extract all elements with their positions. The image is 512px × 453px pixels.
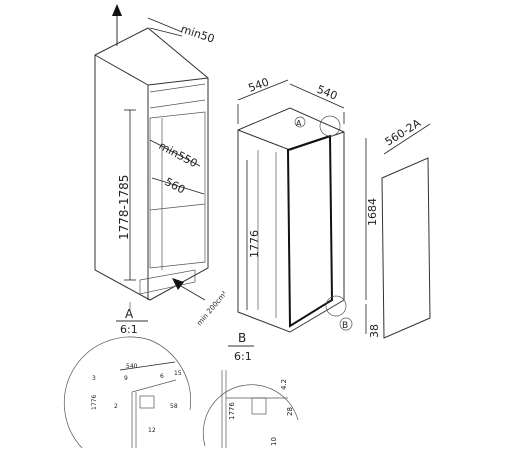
detail-a-58: 58 xyxy=(170,403,178,410)
door-height-label: 1684 xyxy=(366,198,379,226)
view-ref-letter: A xyxy=(125,307,134,321)
niche-cabinet: min50 1778-1785 min550 560 min 200cm² A … xyxy=(94,4,229,336)
vent-arrow-icon xyxy=(172,278,184,290)
niche-height-label: 1778-1785 xyxy=(117,175,131,240)
appliance-depth-label: 540 xyxy=(315,83,339,103)
detail-b-4-2: 4.2 xyxy=(280,379,288,390)
niche-top-min-label: min50 xyxy=(179,22,216,45)
detail-a-3: 3 xyxy=(92,375,96,382)
niche-depth-min-label: min550 xyxy=(157,139,200,170)
view-ref-scale: 6:1 xyxy=(120,323,138,336)
door-panel: 560-2A xyxy=(381,116,431,339)
up-arrow-icon xyxy=(112,4,122,16)
detail-a-1776: 1776 xyxy=(91,395,98,410)
detail-b-scale: 6:1 xyxy=(234,350,252,363)
detail-a-12: 12 xyxy=(148,427,156,434)
detail-a: 540 6 15 3 9 1776 2 58 12 xyxy=(63,336,191,449)
callout-b: B xyxy=(342,321,348,331)
appliance-width-label: 540 xyxy=(247,75,271,94)
detail-b-1776: 1776 xyxy=(228,402,236,420)
detail-a-15: 15 xyxy=(174,370,182,377)
detail-a-6: 6 xyxy=(160,373,164,380)
appliance-height-label: 1776 xyxy=(248,230,261,258)
appliance-body: 540 540 1776 1684 38 A B B 6:1 xyxy=(228,75,381,363)
detail-b-28: 28 xyxy=(286,407,294,416)
detail-a-2: 2 xyxy=(114,403,118,410)
vent-label: min 200cm² xyxy=(195,290,228,328)
detail-b: 4.2 1776 28 10 xyxy=(202,370,299,448)
callout-a: A xyxy=(296,119,302,128)
detail-b-letter: B xyxy=(238,331,246,345)
detail-a-540: 540 xyxy=(126,363,138,370)
niche-width-label: 560 xyxy=(163,175,188,196)
detail-a-9: 9 xyxy=(124,375,128,382)
bottom-gap-label: 38 xyxy=(368,324,381,338)
detail-b-10: 10 xyxy=(270,437,278,446)
